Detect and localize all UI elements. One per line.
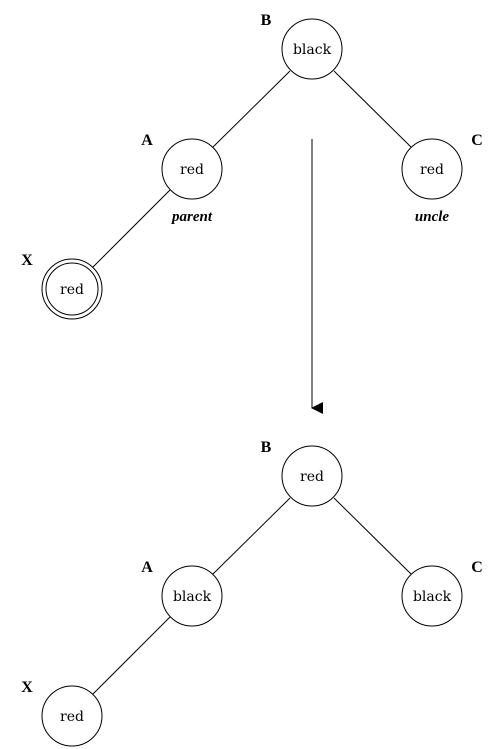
node-c-circle [401, 138, 463, 200]
before-tree: black B red A parent red C uncle red X [21, 12, 483, 320]
node-b-circle [281, 445, 343, 507]
node-b-color-label: red [300, 469, 324, 485]
node-a-circle [161, 138, 223, 200]
node-b-letter: B [261, 12, 272, 29]
node-a-circle [161, 565, 223, 627]
edge-b-a-after [212, 497, 291, 575]
node-c-letter: C [471, 132, 483, 149]
parent-role-label: parent [170, 209, 213, 225]
node-x-color-label: red [60, 709, 84, 725]
node-a-letter: A [141, 132, 153, 149]
edge-b-a-before [212, 70, 291, 148]
node-b-color-label: black [293, 42, 332, 58]
node-x-letter: X [21, 252, 33, 269]
node-c-color-label: red [420, 162, 444, 178]
after-tree: red B black A black C red X [21, 439, 483, 747]
node-x-circle [41, 685, 103, 747]
node-b-circle [281, 18, 343, 80]
uncle-role-label: uncle [415, 209, 450, 225]
node-c-after: black C [401, 559, 483, 627]
node-b-before: black B [261, 12, 343, 80]
edge-b-c-before [333, 70, 412, 148]
node-x-letter: X [21, 679, 33, 696]
node-c-letter: C [471, 559, 483, 576]
node-b-letter: B [261, 439, 272, 456]
node-x-color-label: red [60, 282, 84, 298]
node-x-after: red X [21, 679, 103, 747]
node-x-inner-circle [45, 262, 99, 316]
node-a-before: red A parent [141, 132, 223, 225]
node-a-after: black A [141, 559, 223, 627]
node-c-before: red C uncle [401, 132, 483, 225]
node-a-letter: A [141, 559, 153, 576]
node-c-circle [401, 565, 463, 627]
node-a-color-label: red [180, 162, 204, 178]
edge-a-x-after [92, 616, 171, 695]
node-c-color-label: black [413, 589, 452, 605]
node-b-after: red B [261, 439, 343, 507]
node-a-color-label: black [173, 589, 212, 605]
edge-b-c-after [333, 497, 412, 575]
node-x-before: red X [21, 252, 103, 320]
edge-a-x-before [92, 189, 171, 268]
